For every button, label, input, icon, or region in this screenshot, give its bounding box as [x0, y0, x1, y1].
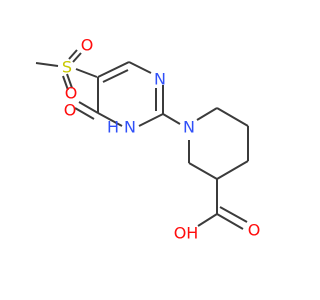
bond-s-c5 [75, 68, 98, 78]
bond-c5-c6 [97, 61, 130, 78]
atom-o-bottom-label: O [65, 84, 78, 103]
atom-o-acid-label: O [248, 221, 261, 240]
bond-nh-c4 [97, 112, 123, 127]
atom-nh-label: N [124, 118, 136, 137]
atom-o-carbonyl-label: O [64, 101, 77, 120]
bond-c4-o-a [78, 101, 99, 114]
bond-group [35, 49, 249, 230]
bond-c-top-c-right-top [216, 107, 249, 127]
atom-oh-label: OH [174, 224, 199, 243]
molecule-structure: S O O O N N H N O OH [35, 36, 260, 243]
bond-c3-c2pip [188, 162, 218, 180]
bond-npip-c-top [196, 107, 218, 121]
bond-s-o-top-a [68, 49, 78, 60]
bond-c6-n1 [128, 61, 152, 74]
atom-npip-label: N [183, 118, 195, 137]
bond-c5-c6-inner [102, 69, 129, 83]
bond-c2-nh [138, 113, 164, 127]
bond-methyl-s [35, 62, 59, 67]
atom-o-top-label: O [81, 36, 94, 55]
bond-s-o-bottom-a [62, 75, 69, 91]
bond-c2-npip [162, 113, 181, 125]
atom-label-group: S O O O N N H N O OH [62, 36, 260, 243]
bond-cooh-o-a [216, 213, 244, 230]
bond-right-bottom-c3 [216, 160, 249, 180]
bond-cooh-oh [197, 213, 218, 227]
atom-n1-label: N [154, 70, 166, 89]
bond-cooh-o-b [219, 206, 248, 223]
bond-s-o-bottom-b [66, 73, 73, 89]
atom-s-label: S [62, 58, 72, 77]
atom-h-label: H [107, 118, 119, 137]
bond-s-o-top-b [72, 52, 82, 63]
bond-c4-o-b [74, 107, 95, 120]
